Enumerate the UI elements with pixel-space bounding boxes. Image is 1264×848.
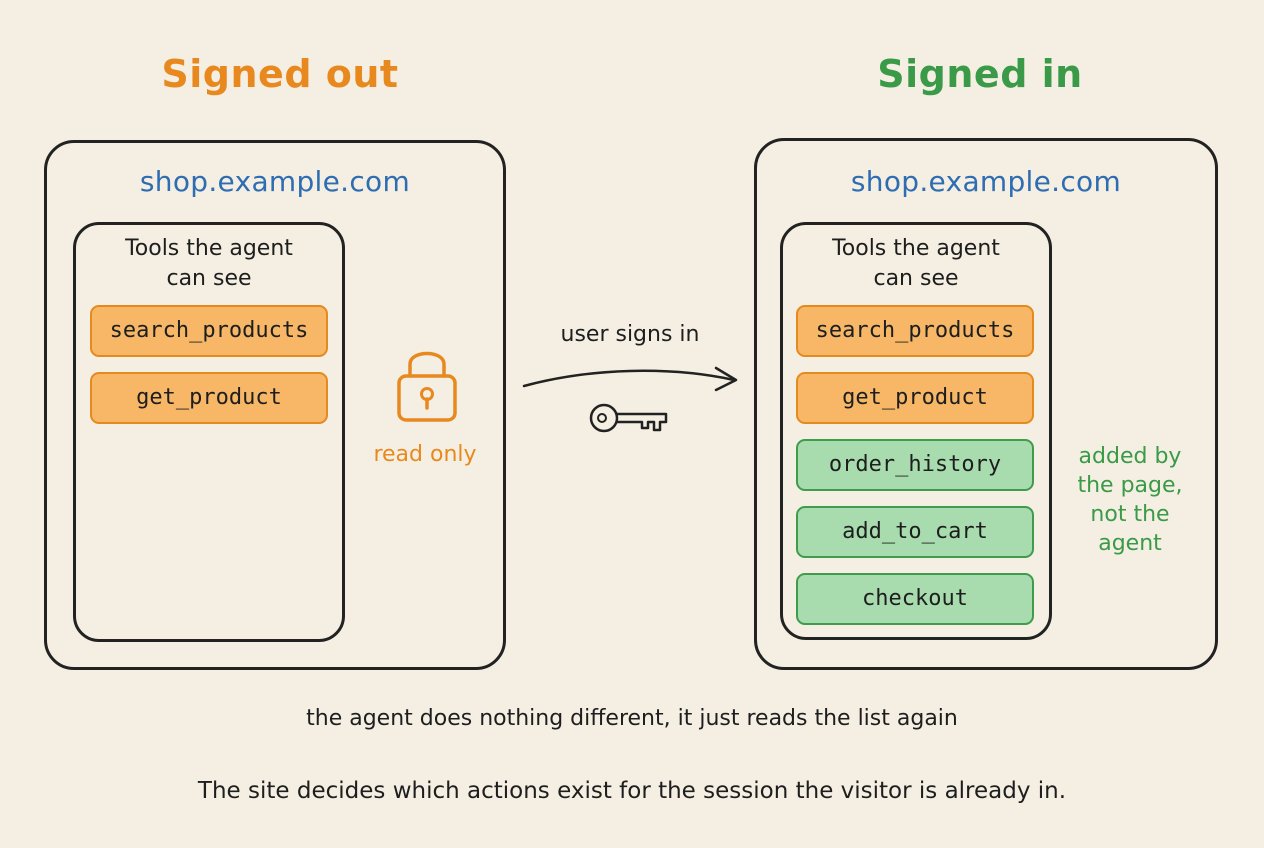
added-by-page-note: added by the page, not the agent bbox=[1062, 442, 1198, 558]
signed-out-domain: shop.example.com bbox=[139, 165, 411, 198]
panel-heading-line: can see bbox=[873, 266, 959, 291]
transition-label: user signs in bbox=[560, 322, 700, 347]
tool-add-to-cart: add_to_cart bbox=[796, 506, 1034, 558]
signed-out-tools-panel bbox=[73, 222, 345, 642]
tool-get-product: get_product bbox=[796, 372, 1034, 424]
panel-heading-line: Tools the agent bbox=[832, 236, 1000, 261]
added-note-line: the page, bbox=[1077, 473, 1183, 498]
signed-in-panel-heading: Tools the agent can see bbox=[780, 234, 1052, 294]
caption-site-decides: The site decides which actions exist for… bbox=[197, 778, 1067, 804]
tool-search-products: search_products bbox=[796, 305, 1034, 357]
added-note-line: agent bbox=[1098, 531, 1162, 556]
caption-agent-behavior: the agent does nothing different, it jus… bbox=[306, 706, 958, 731]
signed-in-tools-panel bbox=[780, 222, 1052, 640]
signed-out-title: Signed out bbox=[161, 52, 399, 96]
tool-get-product: get_product bbox=[90, 372, 328, 424]
tool-order-history: order_history bbox=[796, 439, 1034, 491]
tool-checkout: checkout bbox=[796, 573, 1034, 625]
transition-arrow bbox=[522, 366, 738, 392]
panel-heading-line: Tools the agent bbox=[125, 236, 293, 261]
tool-search-products: search_products bbox=[90, 305, 328, 357]
key-icon bbox=[589, 403, 668, 433]
signed-out-browser-frame bbox=[44, 140, 506, 670]
added-note-line: not the bbox=[1090, 502, 1170, 527]
signed-in-title: Signed in bbox=[877, 52, 1083, 96]
signed-in-domain: shop.example.com bbox=[850, 165, 1122, 198]
panel-heading-line: can see bbox=[166, 266, 252, 291]
lock-icon bbox=[397, 351, 457, 422]
signed-in-browser-frame bbox=[754, 138, 1218, 670]
read-only-label: read only bbox=[373, 442, 477, 467]
signed-out-panel-heading: Tools the agent can see bbox=[73, 234, 345, 294]
added-note-line: added by bbox=[1078, 444, 1182, 469]
